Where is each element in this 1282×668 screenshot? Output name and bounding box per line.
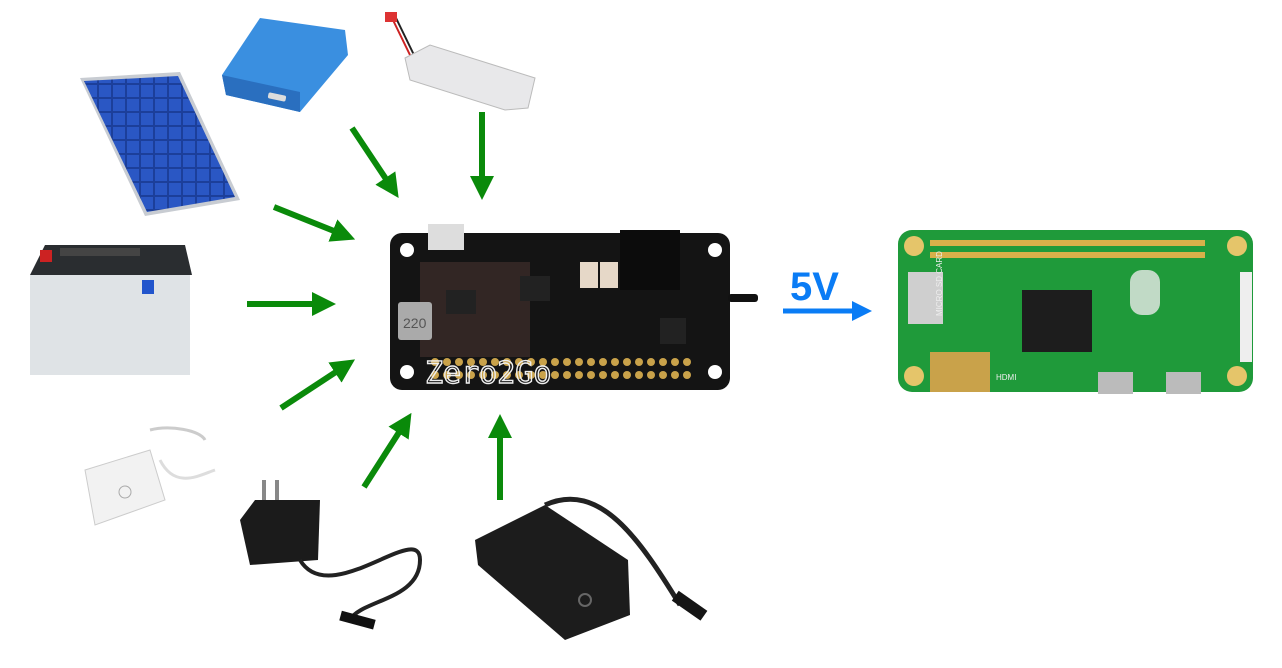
arrow-power-bank [349, 126, 399, 198]
sd-card-label: MICRO SD CARD [935, 251, 944, 316]
input-arrows [247, 112, 512, 500]
board-silkscreen-name: Zero2Go [425, 356, 551, 391]
laptop-adapter-image [475, 496, 708, 640]
output-arrow: 5V [783, 265, 872, 321]
hdmi-label: HDMI [996, 373, 1016, 382]
arrow-wall-adapter [361, 412, 412, 489]
inductor-marking: 220 [403, 315, 427, 331]
power-bank-image [222, 18, 348, 112]
wall-adapter-image [240, 480, 423, 630]
lipo-battery-image [385, 12, 536, 111]
solar-panel-image [80, 72, 240, 216]
car-battery-image [30, 245, 192, 375]
raspberry-pi-zero-image: MICRO SD CARD HDMI [898, 230, 1253, 394]
zero2go-board-image: 220 Zero2Go [390, 224, 758, 392]
output-voltage-label: 5V [790, 265, 839, 309]
raspberry-pi-charger-image [84, 426, 216, 526]
arrow-solar [272, 204, 356, 242]
arrow-pi-charger [279, 359, 356, 411]
